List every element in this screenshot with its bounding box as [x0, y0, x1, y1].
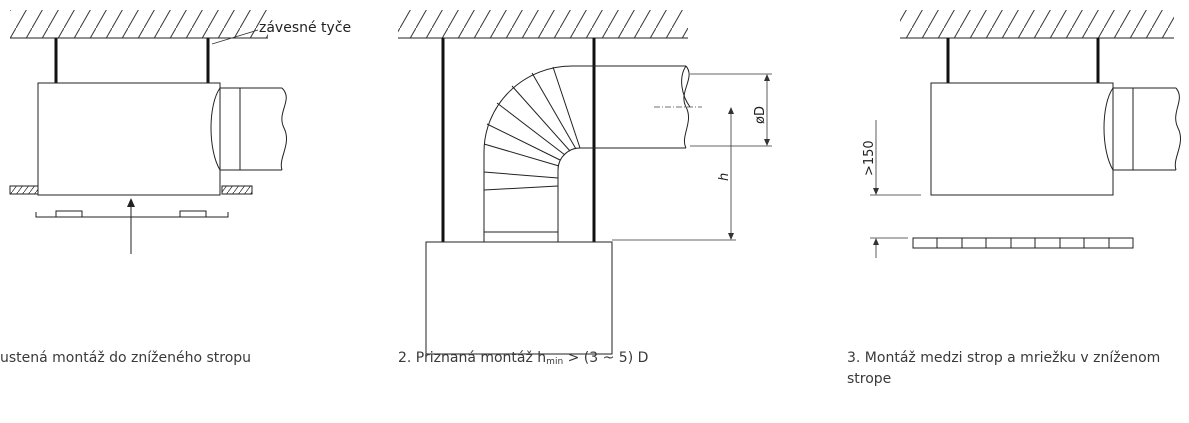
- diameter-arrow-top: [764, 74, 770, 81]
- height-label: h: [717, 173, 732, 181]
- false-ceiling-left: [9, 185, 39, 195]
- diagram-between-ceiling-and-grille: >150: [862, 10, 1181, 258]
- duct-collar-1: [219, 87, 241, 171]
- gap-arrow-bottom: [873, 238, 879, 245]
- elbow-duct: [483, 65, 598, 243]
- rod-leader-line: [211, 29, 259, 45]
- caption-3-line-2: strope: [847, 371, 892, 387]
- unit-body-1: [37, 82, 221, 196]
- duct-collar-3: [1112, 87, 1134, 171]
- caption-2-prefix: 2. Priznaná montáž h: [398, 350, 547, 366]
- caption-2-subscript: min: [546, 357, 564, 367]
- duct-collar-curve-3: [1103, 87, 1114, 171]
- ceiling-grille: [912, 237, 1134, 249]
- gap-arrow-top: [873, 188, 879, 195]
- duct-break-2: [683, 65, 690, 149]
- grille-slot-left: [55, 210, 83, 218]
- height-arrow-top: [728, 107, 734, 114]
- caption-between-ceiling-grille: 3. Montáž medzi strop a mriežku v znížen…: [847, 348, 1160, 390]
- diameter-label: øD: [753, 106, 768, 124]
- diagram-concealed-installation: závesné tyče: [9, 10, 351, 254]
- duct-break-1: [280, 87, 287, 171]
- grille-slot-right: [179, 210, 207, 218]
- duct-collar-curve-1: [210, 87, 221, 171]
- caption-exposed-installation: 2. Priznaná montáž hmin > (3 ~ 5) D: [398, 348, 648, 373]
- height-arrow-bottom: [728, 233, 734, 240]
- duct-break-2b: [681, 65, 691, 108]
- ceiling-hatch-2: [398, 10, 688, 38]
- false-ceiling-right: [221, 185, 253, 195]
- diagram-exposed-installation: øD h: [398, 10, 772, 355]
- min-gap-label: >150: [862, 140, 877, 176]
- unit-body-3: [930, 82, 1114, 196]
- hanging-rods-label: závesné tyče: [259, 20, 351, 36]
- mount-arrow-head: [127, 198, 135, 207]
- duct-break-3: [1174, 87, 1181, 171]
- caption-2-suffix: > (3 ~ 5) D: [563, 350, 649, 366]
- caption-concealed-installation: ustená montáž do zníženého stropu: [0, 350, 252, 366]
- caption-3-line-1: 3. Montáž medzi strop a mriežku v znížen…: [847, 350, 1161, 366]
- ceiling-hatch-1: [10, 10, 268, 38]
- unit-body-2: [425, 241, 613, 355]
- grille-panel: [35, 212, 229, 218]
- ceiling-hatch-3: [900, 10, 1174, 38]
- diameter-arrow-bottom: [764, 139, 770, 146]
